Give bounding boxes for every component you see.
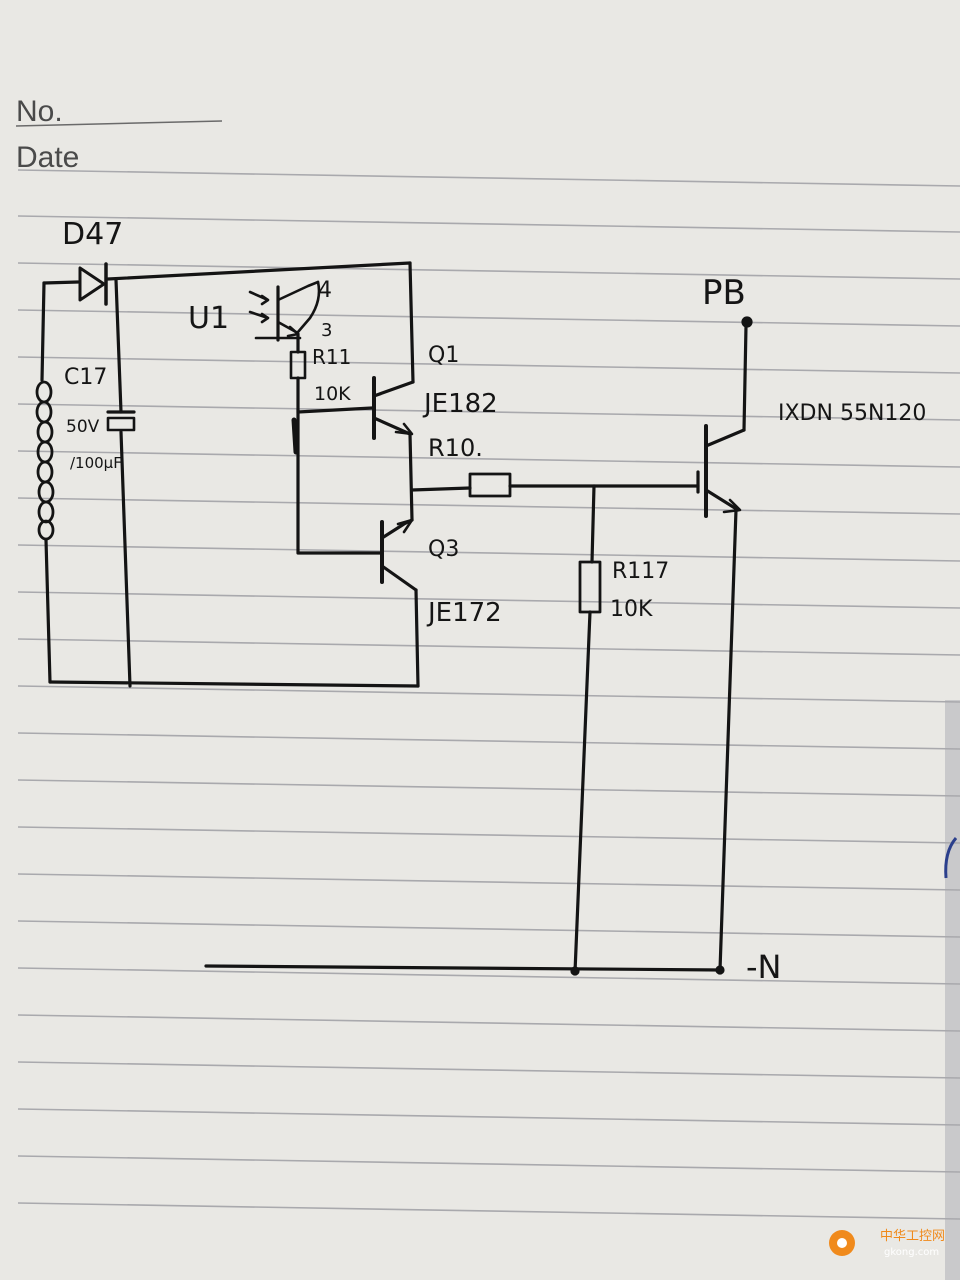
- no-underline: [15, 120, 223, 127]
- wire-q1-emitter: [408, 432, 414, 522]
- wire-bottom-rail: [48, 680, 420, 688]
- label-r11: R11: [312, 345, 351, 369]
- label-pb: PB: [702, 273, 746, 313]
- wire-top-rail: [42, 261, 412, 285]
- label-r11-value: 10K: [314, 383, 351, 405]
- label-pin3: 3: [321, 320, 332, 341]
- label-r117: R117: [612, 559, 669, 584]
- label-q1-part: JE182: [422, 389, 498, 419]
- label-c17-value: /100μF: [70, 454, 122, 472]
- transistor-q3: [380, 518, 418, 592]
- label-c17-voltage: 50V: [66, 417, 100, 437]
- inductor-coil: [35, 380, 55, 541]
- igbt-ixdn55n120: [696, 324, 748, 518]
- watermark-site-cn: 中华工控网: [880, 1229, 945, 1244]
- pb-terminal: [741, 316, 753, 328]
- label-c17: C17: [64, 365, 107, 390]
- junction-igbt-rail: [715, 965, 725, 975]
- wire-cap-top: [114, 278, 123, 414]
- wire-q3-collector: [414, 588, 420, 688]
- wire-igbt-emitter: [718, 508, 738, 972]
- wire-base-node: [296, 406, 374, 414]
- transistor-q1: [372, 376, 415, 440]
- wire-neg-rail: [204, 964, 724, 972]
- label-igbt-part: IXDN 55N120: [778, 401, 926, 426]
- page-shadow-right: [945, 700, 960, 1280]
- schematic-labels: D47 C17 50V /100μF U1 4 3 R11 10K Q1 JE1…: [62, 217, 926, 986]
- label-neg-n: -N: [746, 948, 781, 986]
- ruled-lines: [17, 169, 960, 1220]
- wire-q1-collector: [408, 261, 415, 384]
- wire-cap-bottom: [119, 430, 132, 688]
- wire-left-bottom: [44, 538, 52, 684]
- diode-d47: [78, 262, 108, 306]
- wire-node-to-r10: [410, 486, 472, 492]
- junction-r117-rail: [570, 966, 580, 976]
- label-q3: Q3: [428, 537, 459, 562]
- wire-r117-top: [590, 484, 596, 564]
- schematic: [35, 261, 753, 976]
- label-r117-value: 10K: [610, 597, 653, 622]
- watermark-site-url: gkong.com: [884, 1247, 939, 1258]
- blue-ink-mark: [944, 837, 958, 879]
- label-pin4: 4: [318, 278, 332, 303]
- label-u1: U1: [188, 301, 229, 336]
- capacitor-c17: [106, 410, 136, 432]
- wire-base-stub: [291, 417, 299, 455]
- wire-left-top: [40, 281, 46, 382]
- label-q3-part: JE172: [426, 598, 502, 628]
- no-label: No.: [16, 95, 63, 128]
- label-q1: Q1: [428, 343, 459, 368]
- label-d47: D47: [62, 217, 123, 252]
- label-r10: R10.: [428, 434, 483, 462]
- wire-r117-bottom: [573, 610, 592, 974]
- wire-base-left-down: [296, 408, 382, 555]
- watermark: 中华工控网 gkong.com: [829, 1229, 945, 1258]
- date-label: Date: [16, 141, 79, 174]
